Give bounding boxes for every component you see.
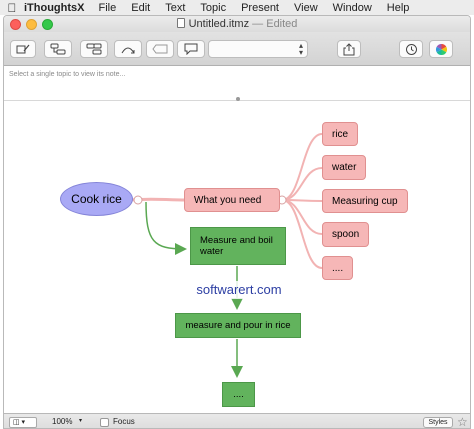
- zoom-chevron-icon[interactable]: ▾: [79, 418, 83, 424]
- menu-view[interactable]: View: [294, 1, 318, 14]
- menu-topic[interactable]: Topic: [200, 1, 227, 14]
- relationship-button[interactable]: [114, 40, 142, 58]
- status-bar: ◫ ▾ 100% ▾ Focus Styles ☆: [4, 413, 470, 429]
- topic-spoon[interactable]: spoon: [322, 222, 370, 247]
- topic-water[interactable]: water: [322, 155, 367, 180]
- add-sibling-button[interactable]: [80, 40, 108, 58]
- callout-button[interactable]: [146, 40, 174, 58]
- color-picker-button[interactable]: [429, 40, 453, 58]
- star-icon[interactable]: ☆: [457, 415, 468, 429]
- up-down-chevron-icon: ▴▾: [298, 41, 303, 57]
- edited-status: — Edited: [252, 18, 298, 30]
- focus-label: Focus: [113, 417, 135, 426]
- clock-icon: [405, 43, 417, 55]
- menu-file[interactable]: File: [98, 1, 117, 14]
- title-bar: Untitled.itmz — Edited: [4, 16, 470, 32]
- window-title: Untitled.itmz: [188, 18, 250, 30]
- menu-edit[interactable]: Edit: [131, 1, 151, 14]
- styles-button[interactable]: Styles: [423, 417, 453, 428]
- central-collapse-handle: [133, 195, 143, 205]
- toolbar: ▴▾: [4, 32, 470, 66]
- menu-text[interactable]: Text: [165, 1, 186, 14]
- add-child-button[interactable]: [44, 40, 72, 58]
- new-topic-button[interactable]: [10, 40, 36, 58]
- speech-bubble-icon: [184, 43, 198, 55]
- label-icon: [152, 44, 168, 54]
- view-mode-dropdown[interactable]: ◫ ▾: [9, 417, 37, 428]
- central-topic[interactable]: Cook rice: [60, 182, 133, 216]
- sibling-topic-icon: [86, 43, 102, 55]
- link-need-water: [281, 167, 323, 201]
- zoom-window-button[interactable]: [42, 19, 53, 30]
- note-button[interactable]: [177, 40, 205, 58]
- focus-checkbox[interactable]: [100, 418, 109, 427]
- history-button[interactable]: [399, 40, 423, 58]
- color-wheel-icon: [435, 43, 447, 55]
- topic-step-more[interactable]: ....: [222, 382, 255, 407]
- mindmap-links: [129, 133, 323, 378]
- zoom-level[interactable]: 100%: [52, 417, 73, 426]
- notes-panel[interactable]: Select a single topic to view its note..…: [4, 67, 470, 101]
- link-need-more: [281, 199, 323, 269]
- splitter-handle[interactable]: [236, 97, 240, 101]
- child-topic-icon: [50, 43, 66, 55]
- document-icon: [176, 18, 185, 28]
- apple-icon[interactable]: : [0, 1, 24, 15]
- topic-step-measure-boil[interactable]: Measure and boil water: [190, 227, 286, 265]
- topic-step-pour-rice[interactable]: measure and pour in rice: [175, 313, 301, 338]
- style-dropdown[interactable]: ▴▾: [208, 40, 308, 58]
- link-need-spoon: [281, 199, 323, 235]
- minimize-window-button[interactable]: [26, 19, 37, 30]
- notes-placeholder: Select a single topic to view its note..…: [9, 71, 126, 78]
- relationship-icon: [121, 47, 135, 54]
- menu-bar:  iThoughtsX File Edit Text Topic Presen…: [0, 0, 474, 15]
- share-icon: [343, 42, 355, 55]
- sidebar-icon: ◫ ▾: [13, 419, 26, 426]
- arrow-central-step1: [145, 201, 187, 255]
- mindmap-canvas[interactable]: Cook rice What you need rice water Measu…: [4, 102, 470, 412]
- watermark: softwarert.com: [187, 281, 291, 299]
- menu-present[interactable]: Present: [241, 1, 279, 14]
- topic-what-you-need[interactable]: What you need: [184, 188, 280, 212]
- topic-more-ingredients[interactable]: ....: [322, 256, 354, 280]
- share-button[interactable]: [337, 40, 361, 58]
- menu-app-name[interactable]: iThoughtsX: [24, 1, 85, 14]
- new-topic-icon: [16, 44, 30, 54]
- topic-measuring-cup[interactable]: Measuring cup: [322, 189, 408, 213]
- menu-help[interactable]: Help: [386, 1, 410, 14]
- topic-rice[interactable]: rice: [322, 122, 359, 146]
- app-window: Untitled.itmz — Edited ▴▾: [3, 15, 471, 429]
- menu-window[interactable]: Window: [332, 1, 372, 14]
- link-need-rice: [281, 133, 323, 201]
- close-window-button[interactable]: [10, 19, 21, 30]
